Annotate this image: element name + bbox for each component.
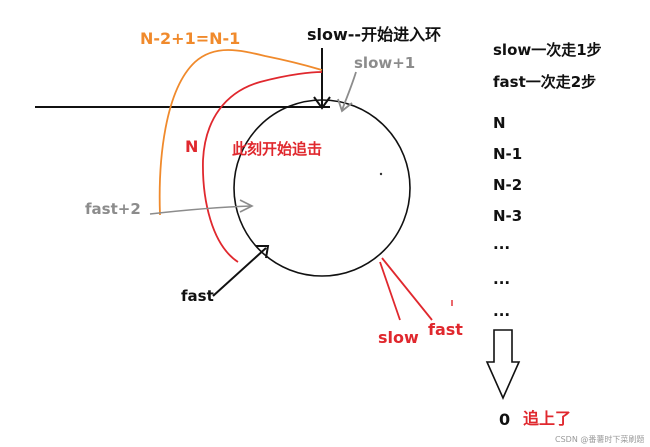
red-line-slow	[379, 261, 401, 321]
fast-arrow	[212, 247, 267, 297]
slow-bottom-label: slow	[378, 328, 419, 347]
orange-path	[158, 49, 323, 216]
sequence-item: N-1	[493, 145, 523, 163]
sequence-item: ...	[493, 235, 511, 253]
sequence-item: ...	[493, 302, 511, 320]
fast-arrow-head	[256, 245, 270, 259]
fast-step-label: fast一次走2步	[493, 73, 597, 91]
sequence-item: N-3	[493, 207, 523, 225]
cycle-circle	[233, 99, 411, 277]
slow-plus-1-label: slow+1	[354, 54, 416, 72]
orange-formula-label: N-2+1=N-1	[140, 29, 241, 48]
slow-step-label: slow一次走1步	[493, 41, 602, 59]
slow-enter-label: slow--开始进入环	[307, 25, 442, 44]
sequence-item: ...	[493, 270, 511, 288]
slow-enter-arrow-head	[313, 96, 331, 110]
down-arrow	[485, 329, 521, 400]
zero-label: 0	[499, 410, 511, 429]
fast-plus-2-arrow-head	[239, 199, 254, 213]
slow-plus-1-arrow-head	[337, 98, 353, 113]
fast-bottom-label: fast	[428, 320, 463, 339]
fast-label: fast	[181, 287, 214, 305]
fast-plus-2-arrow	[149, 205, 253, 215]
watermark: CSDN @番薯时下菜刷题	[555, 435, 645, 444]
fast-plus-2-label: fast+2	[85, 200, 141, 218]
circle-dot	[379, 172, 383, 176]
sequence-item: N-2	[493, 176, 523, 194]
red-fast-path	[202, 71, 323, 263]
slow-plus-1-arrow	[341, 71, 357, 111]
n-label: N	[185, 137, 199, 156]
caught-label: 追上了	[523, 409, 572, 428]
sequence-item: N	[493, 114, 506, 132]
start-chase-label: 此刻开始追击	[232, 140, 323, 158]
red-line-fast	[381, 257, 433, 321]
